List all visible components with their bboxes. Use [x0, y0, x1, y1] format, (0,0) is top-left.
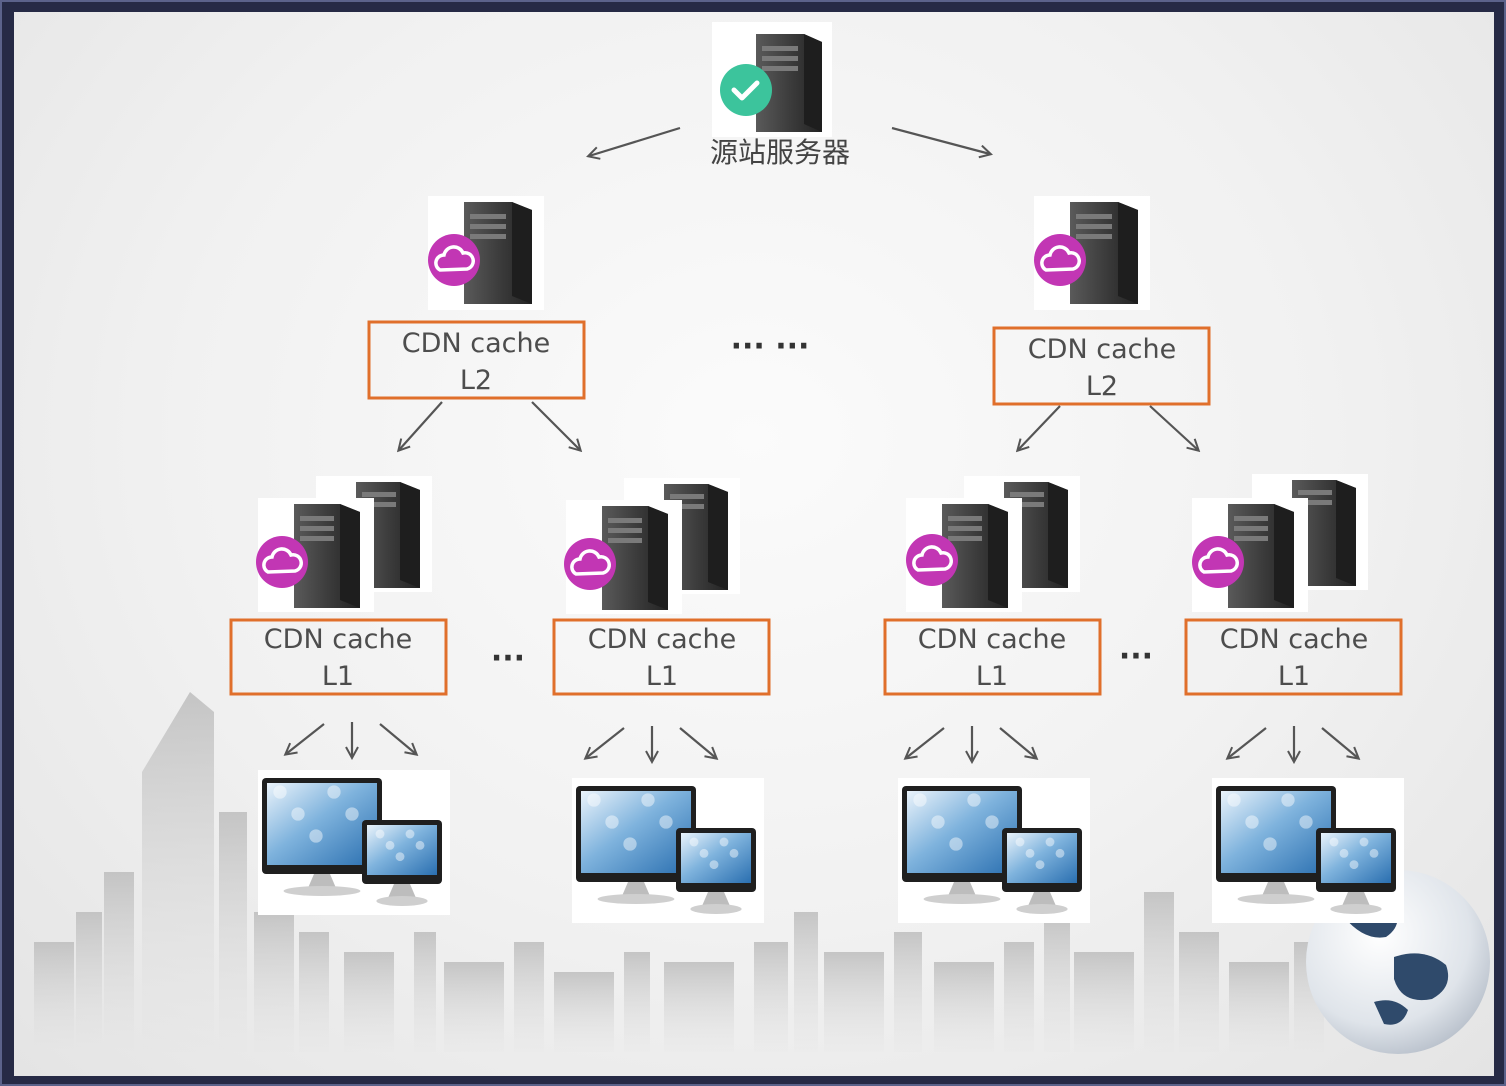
- l1-ellipsis-right: ···: [1119, 639, 1153, 674]
- l2-left-line2: L2: [460, 365, 492, 396]
- desktop-monitor-icon: [1216, 786, 1336, 904]
- server-tower-icon: [942, 504, 1008, 608]
- l2-right-line2: L2: [1086, 371, 1118, 402]
- l2-node-left: [428, 196, 544, 310]
- l1-box-2: CDN cache L1: [552, 618, 771, 696]
- server-tower-icon: [602, 506, 668, 610]
- l2-left-line1: CDN cache: [402, 328, 550, 359]
- cloud-cache-icon: [1034, 234, 1086, 286]
- l2-ellipsis: ··· ···: [731, 329, 810, 364]
- desktop-monitor-icon: [576, 786, 696, 904]
- diagram-canvas: 源站服务器: [14, 12, 1494, 1076]
- l1-ellipsis-left: ···: [491, 641, 525, 676]
- server-tower-icon: [294, 504, 360, 608]
- l1-node-3: [906, 476, 1080, 612]
- cloud-cache-icon: [906, 534, 958, 586]
- cdn-hierarchy-diagram: 源站服务器: [34, 22, 1490, 1054]
- origin-server: [712, 22, 832, 137]
- l1-1-line1: CDN cache: [264, 624, 412, 655]
- l1-1-line2: L1: [322, 661, 354, 692]
- l1-node-1: [256, 476, 432, 612]
- l1-4-line1: CDN cache: [1220, 624, 1368, 655]
- desktop-monitor-icon: [1002, 828, 1082, 914]
- origin-arrows: [589, 126, 990, 156]
- client-pair-3: [898, 778, 1090, 923]
- server-tower-icon: [1228, 504, 1294, 608]
- l2-to-l1-arrows: [399, 401, 1198, 450]
- l1-2-line1: CDN cache: [588, 624, 736, 655]
- server-tower-icon: [756, 34, 822, 132]
- l1-node-4: [1192, 474, 1368, 612]
- cloud-cache-icon: [256, 536, 308, 588]
- l1-box-3: CDN cache L1: [883, 618, 1102, 696]
- cloud-cache-icon: [428, 234, 480, 286]
- desktop-monitor-icon: [362, 820, 442, 906]
- l1-box-4: CDN cache L1: [1184, 618, 1403, 696]
- l1-2-line2: L1: [646, 661, 678, 692]
- l1-3-line1: CDN cache: [918, 624, 1066, 655]
- client-pair-4: [1212, 778, 1404, 923]
- desktop-monitor-icon: [902, 786, 1022, 904]
- l2-box-right: CDN cache L2: [992, 326, 1211, 406]
- l2-box-left: CDN cache L2: [367, 320, 586, 400]
- l2-right-line1: CDN cache: [1028, 334, 1176, 365]
- client-computers: [258, 770, 1404, 923]
- l1-to-client-arrows: [286, 722, 1358, 761]
- client-pair-2: [572, 778, 764, 923]
- desktop-monitor-icon: [1316, 828, 1396, 914]
- server-tower-icon: [1070, 202, 1138, 304]
- l1-3-line2: L1: [976, 661, 1008, 692]
- desktop-monitor-icon: [262, 778, 382, 896]
- server-tower-icon: [464, 202, 532, 304]
- l1-4-line2: L1: [1278, 661, 1310, 692]
- check-circle-icon: [720, 64, 772, 116]
- origin-server-label: 源站服务器: [710, 136, 850, 169]
- client-pair-1: [258, 770, 450, 915]
- l2-node-right: [1034, 196, 1150, 310]
- l1-box-1: CDN cache L1: [229, 618, 448, 696]
- cloud-cache-icon: [564, 538, 616, 590]
- l1-node-2: [564, 478, 740, 614]
- desktop-monitor-icon: [676, 828, 756, 914]
- cloud-cache-icon: [1192, 536, 1244, 588]
